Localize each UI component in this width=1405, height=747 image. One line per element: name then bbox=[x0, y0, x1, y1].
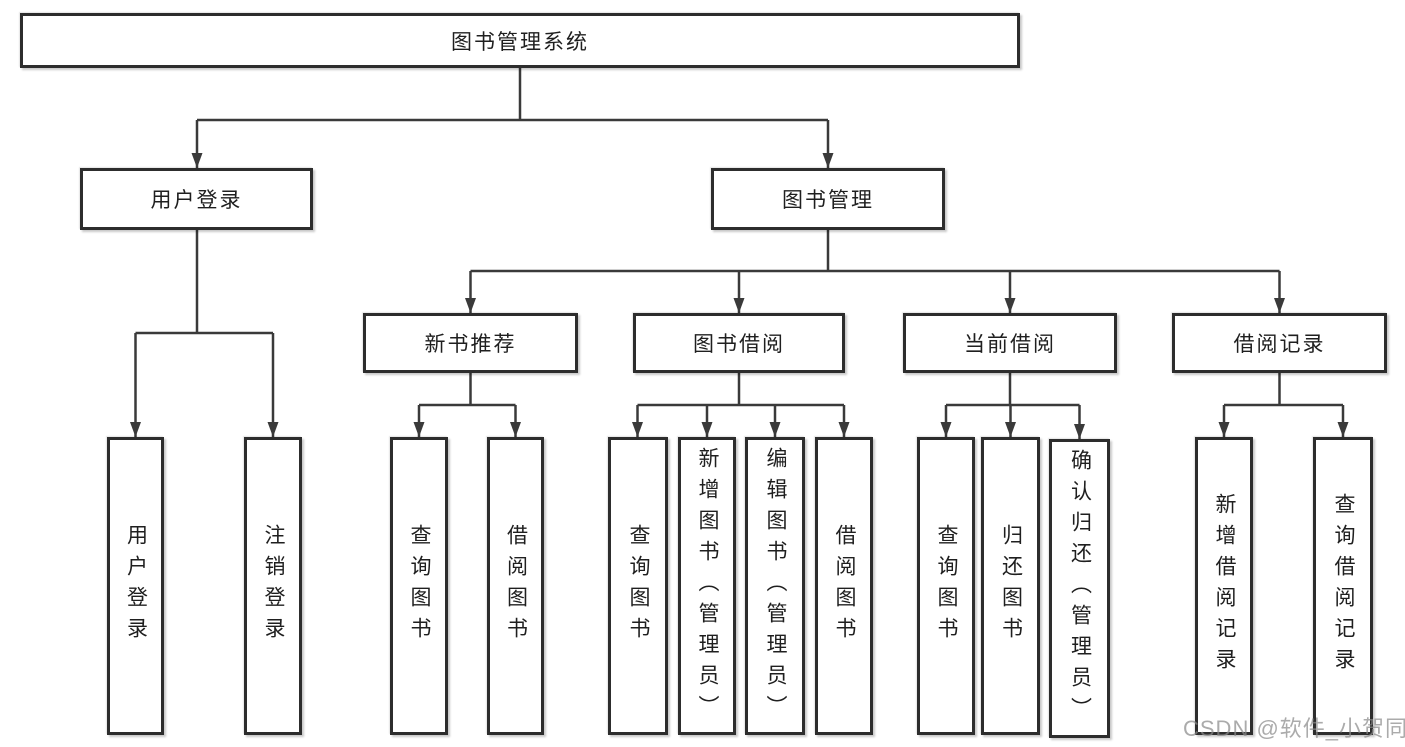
node-book-borrowing: 图书借阅 bbox=[633, 313, 845, 373]
node-leaf-return-books: 归还图书 bbox=[981, 437, 1040, 735]
node-root-system: 图书管理系统 bbox=[20, 13, 1020, 68]
node-leaf-query-books-2: 查询图书 bbox=[608, 437, 668, 735]
node-leaf-add-books-admin: 新增图书（管理员） bbox=[678, 437, 736, 735]
node-user-login: 用户登录 bbox=[80, 168, 313, 230]
watermark: CSDN @软件_小贺同学 bbox=[1183, 716, 1405, 741]
node-current-borrowing: 当前借阅 bbox=[903, 313, 1117, 373]
node-new-book-recommend: 新书推荐 bbox=[363, 313, 578, 373]
node-leaf-query-borrow-record: 查询借阅记录 bbox=[1313, 437, 1373, 735]
node-leaf-borrow-books-2: 借阅图书 bbox=[815, 437, 873, 735]
node-leaf-confirm-return-admin: 确认归还（管理员） bbox=[1049, 439, 1110, 738]
node-leaf-query-books-1: 查询图书 bbox=[390, 437, 448, 735]
node-leaf-user-login: 用户登录 bbox=[107, 437, 164, 735]
node-leaf-edit-books-admin: 编辑图书（管理员） bbox=[745, 437, 805, 735]
node-leaf-add-borrow-record: 新增借阅记录 bbox=[1195, 437, 1253, 735]
node-leaf-query-books-3: 查询图书 bbox=[917, 437, 975, 735]
node-book-management: 图书管理 bbox=[711, 168, 945, 230]
node-borrowing-records: 借阅记录 bbox=[1172, 313, 1387, 373]
node-leaf-logout: 注销登录 bbox=[244, 437, 302, 735]
node-leaf-borrow-books-1: 借阅图书 bbox=[487, 437, 544, 735]
